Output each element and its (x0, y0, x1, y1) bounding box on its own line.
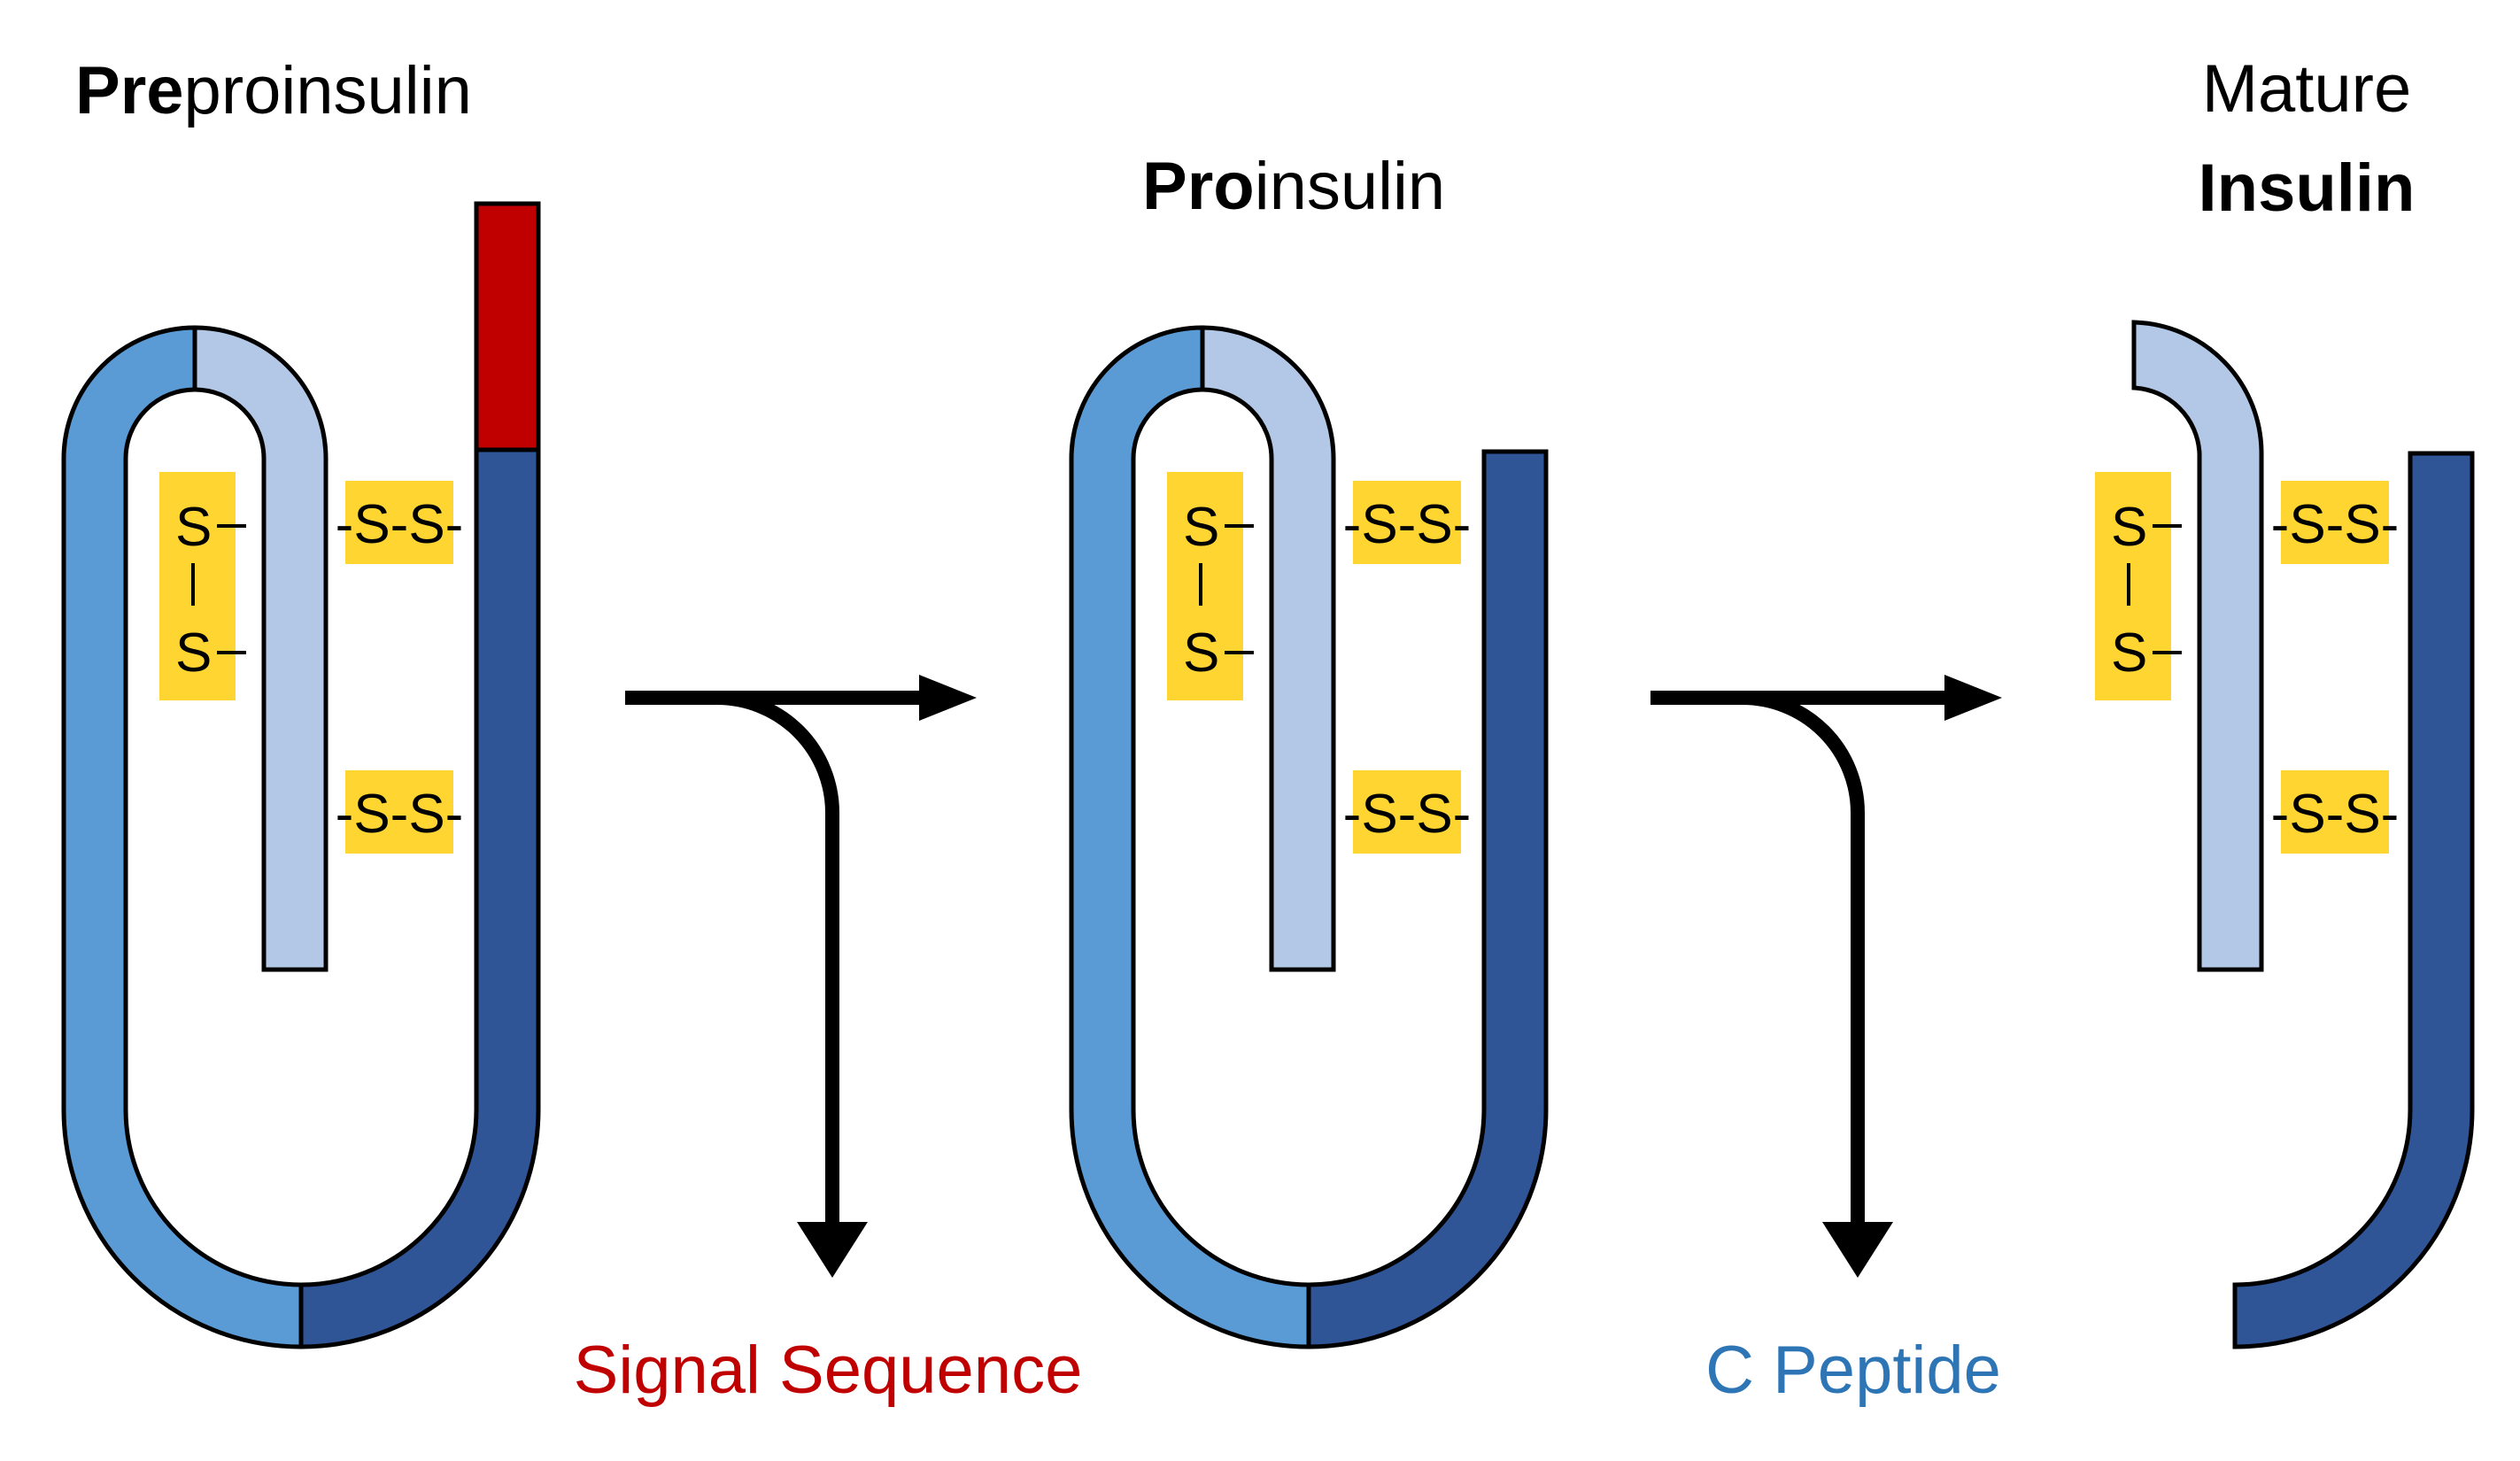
proinsulin-disulfide-bonds: S S -S-S- -S-S- (1167, 472, 1471, 854)
bond-pair-top: -S-S- (336, 494, 464, 555)
inter-chain-bond-box-bottom (1353, 770, 1461, 854)
proinsulin-a-chain (1200, 325, 1336, 972)
inter-chain-bond-box-bottom (345, 770, 453, 854)
bond-s-top: S (1183, 497, 1219, 558)
proinsulin-b-chain (1306, 449, 1549, 1349)
bond-pair-bottom: -S-S- (1343, 784, 1472, 845)
intra-chain-bond-box (2095, 472, 2171, 700)
inter-chain-bond-box-top (2281, 481, 2389, 564)
arrow-head-down (797, 1222, 868, 1278)
preproinsulin-c-peptide (61, 325, 304, 1349)
bond-pair-top: -S-S- (2271, 494, 2400, 555)
insulin-b-chain (2232, 451, 2475, 1349)
bond-s-top: S (2111, 497, 2147, 558)
preproinsulin-signal-sequence (474, 201, 541, 452)
inter-chain-bond-box-bottom (2281, 770, 2389, 854)
proinsulin-molecule (1069, 325, 1549, 1349)
title-preproinsulin-rest: proinsulin (184, 53, 472, 128)
preproinsulin-b-chain (298, 447, 541, 1349)
intra-chain-bond-box (159, 472, 236, 700)
bond-s-bottom: S (2111, 622, 2147, 684)
inter-chain-bond-box-top (1353, 481, 1461, 564)
preproinsulin-molecule (61, 201, 541, 1349)
intra-chain-bond-box (1167, 472, 1243, 700)
bond-s-top: S (175, 497, 212, 558)
arrow-branch (716, 691, 839, 1226)
c-peptide-label: C Peptide (1705, 1333, 2001, 1408)
arrow-branch (1742, 691, 1865, 1226)
title-proinsulin: Proinsulin (1142, 149, 1445, 224)
arrow-head-right (1944, 675, 2002, 721)
arrow-head-right (919, 675, 977, 721)
cleavage-arrow-c-peptide (1650, 691, 1951, 1226)
insulin-a-chain (2131, 320, 2264, 972)
mature-insulin-molecule (2131, 320, 2475, 1349)
bond-s-bottom: S (175, 622, 212, 684)
preproinsulin-a-chain (192, 325, 329, 972)
title-mature: Mature (2202, 51, 2412, 127)
title-insulin: Insulin (2199, 151, 2416, 226)
bond-pair-bottom: -S-S- (336, 784, 464, 845)
title-proinsulin-bold: Pro (1142, 149, 1255, 224)
bond-pair-bottom: -S-S- (2271, 784, 2400, 845)
preproinsulin-disulfide-bonds: S S -S-S- -S-S- (159, 472, 463, 854)
title-preproinsulin-bold: Pre (75, 53, 184, 128)
title-preproinsulin: Preproinsulin (75, 53, 472, 128)
signal-sequence-label: Signal Sequence (574, 1333, 1083, 1408)
bond-s-bottom: S (1183, 622, 1219, 684)
bond-pair-top: -S-S- (1343, 494, 1472, 555)
arrow-head-down (1822, 1222, 1893, 1278)
inter-chain-bond-box-top (345, 481, 453, 564)
proinsulin-c-peptide (1069, 325, 1311, 1349)
insulin-disulfide-bonds: S S -S-S- -S-S- (2095, 472, 2399, 854)
cleavage-arrow-signal (625, 691, 925, 1226)
title-proinsulin-rest: insulin (1255, 149, 1445, 224)
